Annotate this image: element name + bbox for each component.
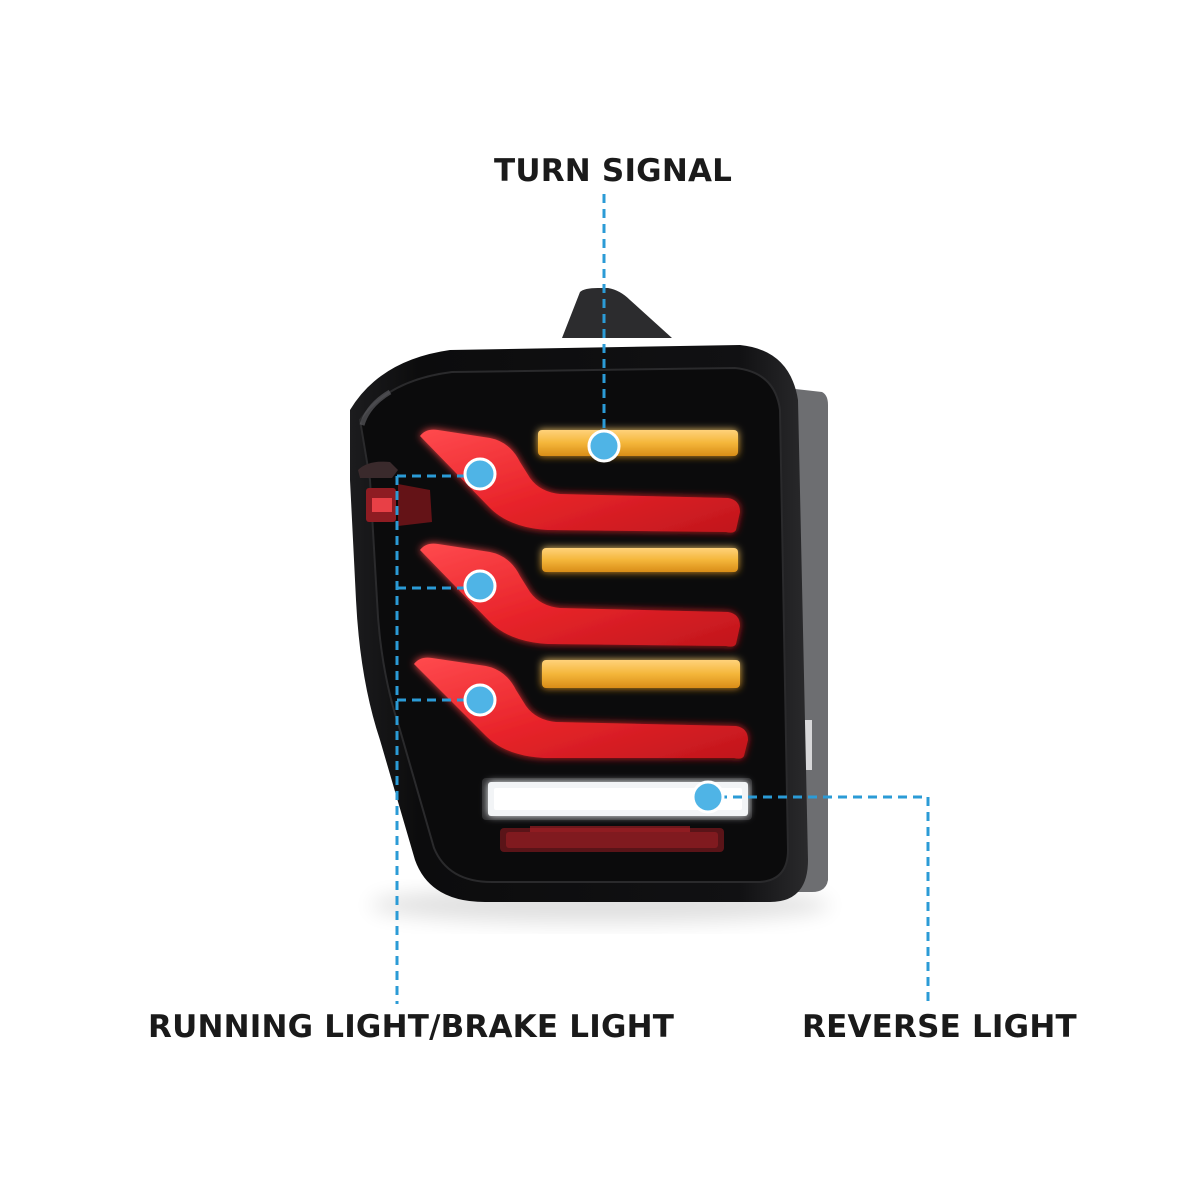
callout-lines	[395, 194, 930, 1004]
callout-dots	[463, 429, 725, 814]
running-brake-dot-1	[463, 457, 497, 491]
turn-signal-dot	[587, 429, 621, 463]
side-marker	[358, 461, 432, 526]
housing-highlight	[359, 389, 392, 426]
brake-light-bar-1	[420, 429, 740, 533]
running-brake-dot-3	[463, 683, 497, 717]
turn-signal-bar-2	[542, 548, 738, 572]
reverse-light-dot	[691, 780, 725, 814]
turn-signal-bar-1	[538, 430, 738, 456]
top-mount-tab	[562, 288, 672, 338]
running-brake-dot-2	[463, 569, 497, 603]
turn-signal-bar-3	[542, 660, 740, 688]
running-brake-light-label: RUNNING LIGHT/BRAKE LIGHT	[148, 1009, 675, 1045]
lower-reflector	[500, 826, 724, 852]
reverse-light-label: REVERSE LIGHT	[802, 1009, 1077, 1045]
reverse-light-core	[494, 788, 742, 810]
brake-light-bar-2	[420, 543, 740, 647]
brake-light-bar-3	[414, 657, 748, 759]
turn-signal-label: TURN SIGNAL	[494, 153, 733, 189]
